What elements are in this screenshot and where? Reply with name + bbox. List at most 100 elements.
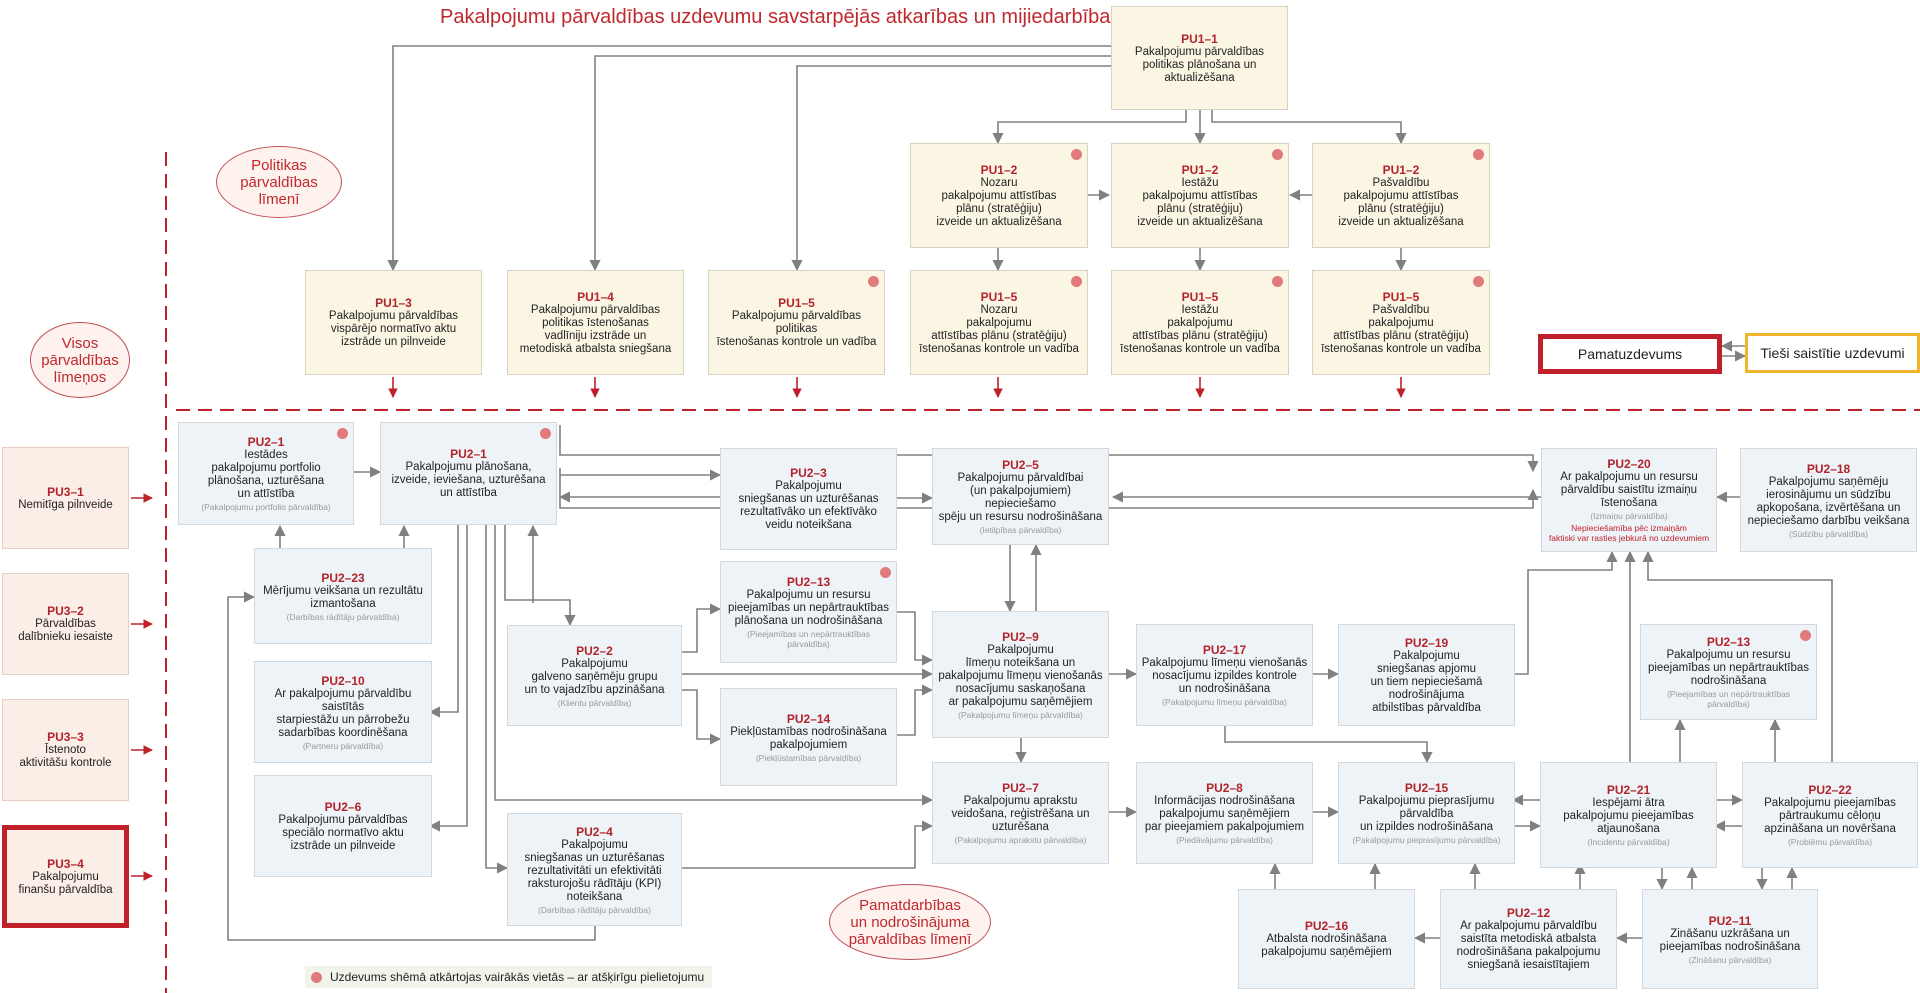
task-pu1-5-municipalities: PU1–5 Pašvaldību pakalpojumu attīstības … xyxy=(1312,270,1490,375)
task-text: Pakalpojumu un resursu pieejamības un ne… xyxy=(727,589,890,627)
task-category: (Darbības rādītāju pārvaldība) xyxy=(286,611,400,622)
task-code: PU2–7 xyxy=(1002,781,1039,795)
task-code: PU2–23 xyxy=(321,570,365,585)
task-code: PU2–2 xyxy=(576,643,613,658)
task-text: Pakalpojumu pārvaldības politikas plānoš… xyxy=(1134,45,1265,84)
task-pu2-10: PU2–10 Ar pakalpojumu pārvaldību saistīt… xyxy=(254,661,432,763)
task-text: Nozaru pakalpojumu attīstības plānu (str… xyxy=(919,303,1079,355)
legend-main-task: Pamatuzdevums xyxy=(1538,334,1722,374)
legend-repeat-note: Uzdevums shēmā atkārtojas vairākās vietā… xyxy=(305,966,713,988)
task-code: PU1–4 xyxy=(577,289,614,304)
task-code: PU2–13 xyxy=(786,575,831,589)
repeat-dot-icon xyxy=(540,428,551,439)
task-code: PU2–1 xyxy=(450,447,487,461)
task-category: (Partneru pārvaldība) xyxy=(302,740,384,751)
task-pu1-4: PU1–4 Pakalpojumu pārvaldības politikas … xyxy=(507,270,684,375)
task-code: PU2–13 xyxy=(1706,635,1751,649)
task-category: (Pakalpojumu portfolio pārvaldība) xyxy=(201,502,331,512)
task-pu3-4: PU3–4 Pakalpojumu finanšu pārvaldība xyxy=(2,825,129,928)
repeat-dot-icon xyxy=(1071,276,1082,287)
task-text: Pakalpojumu pārvaldībai (un pakalpojumie… xyxy=(938,472,1103,523)
repeat-dot-icon xyxy=(1272,276,1283,287)
task-code: PU1–3 xyxy=(375,296,412,310)
task-pu2-18: PU2–18 Pakalpojumu saņēmēju ierosinājumu… xyxy=(1740,448,1917,552)
task-category: (Piedāvājumu pārvaldība) xyxy=(1176,835,1273,845)
task-text: Īstenoto aktivitāšu kontrole xyxy=(19,744,112,769)
task-category: (Pieejamības un nepārtrauktības pārvaldī… xyxy=(1667,689,1790,709)
task-pu2-17: PU2–17 Pakalpojumu līmeņu vienošanās nos… xyxy=(1136,624,1313,726)
task-pu2-22: PU2–22 Pakalpojumu pieejamības pārtrauku… xyxy=(1742,762,1918,868)
repeat-dot-icon xyxy=(868,276,879,287)
task-pu2-21: PU2–21 Iespējami ātra pakalpojumu pieeja… xyxy=(1540,762,1717,868)
task-pu2-14: PU2–14 Piekļūstamības nodrošināšana paka… xyxy=(720,688,897,786)
legend-related-tasks: Tieši saistītie uzdevumi xyxy=(1745,333,1920,373)
task-text: Informācijas nodrošināšana pakalpojumu s… xyxy=(1144,795,1305,833)
task-text: Iestāžu pakalpojumu attīstības plānu (st… xyxy=(1137,176,1263,228)
task-code: PU2–1 xyxy=(247,435,285,449)
task-pu3-2: PU3–2 Pārvaldības dalībnieku iesaiste xyxy=(2,573,129,675)
task-code: PU1–5 xyxy=(980,289,1018,304)
task-pu1-1: PU1–1 Pakalpojumu pārvaldības politikas … xyxy=(1111,6,1288,110)
task-pu2-16: PU2–16 Atbalsta nodrošināšana pakalpojum… xyxy=(1238,889,1415,989)
task-text: Nemitīga pilnveide xyxy=(18,498,113,511)
task-code: PU1–1 xyxy=(1181,31,1218,46)
task-code: PU2–3 xyxy=(790,466,827,480)
repeat-dot-icon xyxy=(1473,149,1484,160)
task-category: (Sūdzību pārvaldība) xyxy=(1789,528,1868,539)
level-separators xyxy=(165,152,1920,993)
task-code: PU1–5 xyxy=(1181,289,1219,304)
task-pu2-1-portfolio: PU2–1 Iestādes pakalpojumu portfolio plā… xyxy=(178,422,354,525)
task-category: (Piekļūstamības pārvaldība) xyxy=(755,752,862,763)
repeat-dot-icon xyxy=(1272,149,1283,160)
task-code: PU2–20 xyxy=(1607,457,1651,471)
task-text: Pakalpojumu līmeņu vienošanās nosacījumu… xyxy=(1141,657,1308,695)
task-pu2-13-planning: PU2–13 Pakalpojumu un resursu pieejamība… xyxy=(720,561,897,663)
task-code: PU2–5 xyxy=(1002,458,1039,472)
task-pu1-5-policy: PU1–5 Pakalpojumu pārvaldības politikas … xyxy=(708,270,885,375)
task-code: PU2–19 xyxy=(1404,635,1449,650)
repeat-dot-icon xyxy=(311,971,322,983)
task-pu1-2-sectors: PU1–2 Nozaru pakalpojumu attīstības plān… xyxy=(910,143,1088,248)
task-text: Pakalpojumu sniegšanas un uzturēšanas re… xyxy=(524,838,665,903)
task-pu2-20: PU2–20 Ar pakalpojumu un resursu pārvald… xyxy=(1541,448,1717,552)
task-text: Pakalpojumu pārvaldības politikas īsteno… xyxy=(716,310,877,348)
task-pu2-19: PU2–19 Pakalpojumu sniegšanas apjomu un … xyxy=(1338,624,1515,726)
task-code: PU2–8 xyxy=(1206,781,1243,795)
task-code: PU2–14 xyxy=(786,711,831,726)
task-category: (Ietilpības pārvaldība) xyxy=(979,525,1062,535)
task-text: Pārvaldības dalībnieku iesaiste xyxy=(18,618,113,643)
task-code: PU2–18 xyxy=(1806,461,1851,476)
diagram-title: Pakalpojumu pārvaldības uzdevumu savstar… xyxy=(440,6,1111,28)
task-pu1-3: PU1–3 Pakalpojumu pārvaldības vispārējo … xyxy=(305,270,482,375)
task-pu2-15: PU2–15 Pakalpojumu pieprasījumu pārvaldī… xyxy=(1338,762,1515,864)
task-text: Pakalpojumu galveno saņēmēju grupu un to… xyxy=(524,657,665,696)
task-text: Pakalpojumu finanšu pārvaldība xyxy=(18,870,113,896)
task-code: PU2–17 xyxy=(1202,643,1247,657)
task-category: (Darbības rādītāju pārvaldība) xyxy=(538,904,651,915)
task-text: Ar pakalpojumu pārvaldību saistītās star… xyxy=(274,687,412,739)
task-code: PU2–4 xyxy=(576,824,613,839)
level-label-policy: Politikas pārvaldības līmenī xyxy=(216,146,342,218)
task-code: PU2–9 xyxy=(1002,629,1039,644)
task-pu2-3: PU2–3 Pakalpojumu sniegšanas un uzturēša… xyxy=(720,448,897,550)
task-code: PU2–22 xyxy=(1808,783,1852,797)
task-text: Pašvaldību pakalpojumu attīstības plānu … xyxy=(1321,303,1481,355)
level-label-core: Pamatdarbības un nodrošinājuma pārvaldīb… xyxy=(829,884,991,960)
task-category: (Pakalpojumu līmeņu pārvaldība) xyxy=(958,709,1083,720)
flow-arrows xyxy=(227,45,1833,944)
task-code: PU3–4 xyxy=(47,856,84,871)
level-arrows xyxy=(131,377,1406,881)
task-text: Pakalpojumu pārvaldības vispārējo normat… xyxy=(328,310,459,348)
task-text: Ar pakalpojumu pārvaldību saistīta metod… xyxy=(1456,920,1601,971)
task-text: Pakalpojumu sniegšanas un uzturēšanas re… xyxy=(738,480,879,531)
repeat-dot-icon xyxy=(1473,276,1484,287)
level-label-all: Visos pārvaldības līmeņos xyxy=(30,322,130,398)
task-pu1-5-sectors: PU1–5 Nozaru pakalpojumu attīstības plān… xyxy=(910,270,1088,375)
task-text: Pakalpojumu pārvaldības speciālo normatī… xyxy=(278,813,408,852)
task-code: PU2–6 xyxy=(324,799,362,814)
task-category: (Incidentu pārvaldība) xyxy=(1587,837,1670,847)
task-category: (Pakalpojumu aprakstu pārvaldība) xyxy=(954,835,1087,845)
task-pu1-5-institutions: PU1–5 Iestāžu pakalpojumu attīstības plā… xyxy=(1111,270,1289,375)
task-code: PU2–21 xyxy=(1606,783,1651,797)
